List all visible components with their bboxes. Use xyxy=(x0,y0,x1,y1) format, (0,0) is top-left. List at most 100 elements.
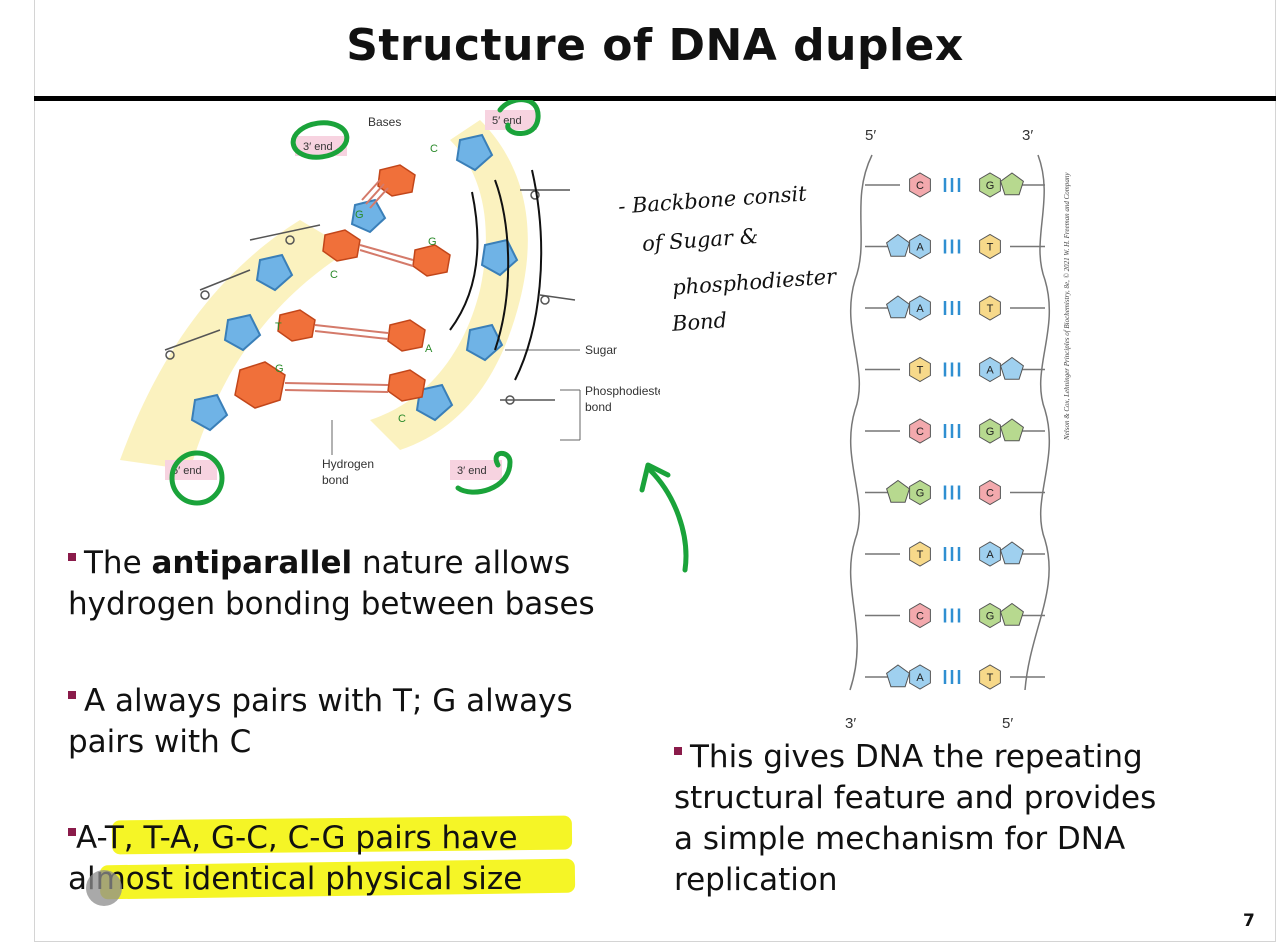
note-line-4: Bond xyxy=(671,308,728,336)
base-ring xyxy=(909,233,931,260)
base-letter-t: T xyxy=(275,321,282,333)
base-letter-c2: C xyxy=(330,269,338,281)
bullet-marker xyxy=(68,828,76,836)
base-letter-g1: G xyxy=(355,209,364,221)
bullet-text: A-T, T-A, G-C, C-G pairs have xyxy=(76,820,518,856)
base-letter-g3: G xyxy=(275,363,284,375)
base-letter: C xyxy=(916,611,924,623)
bullet-pairing: A always pairs with T; G always pairs wi… xyxy=(68,681,573,763)
bullet-text: hydrogen bonding between bases xyxy=(68,586,595,622)
label-phosphodiester: Phosphodiester xyxy=(585,384,660,398)
ladder-label-3prime-top: 3′ xyxy=(1022,127,1033,144)
bullet-marker xyxy=(68,691,76,699)
base-letter: C xyxy=(986,488,994,500)
base-letter-c3: C xyxy=(398,413,406,425)
purine-ring xyxy=(1000,602,1024,626)
base-letter: T xyxy=(987,303,994,315)
base-ring xyxy=(909,295,931,321)
base-ring xyxy=(909,418,931,444)
slide-frame xyxy=(34,0,1276,942)
base-ring xyxy=(979,541,1001,567)
base-ring xyxy=(909,664,931,690)
label-hydrogen: Hydrogen xyxy=(322,457,374,471)
purine-ring xyxy=(1000,172,1024,196)
bullet-text: This gives DNA the repeating xyxy=(690,739,1143,775)
base-ring xyxy=(979,602,1001,629)
purine-ring xyxy=(886,233,910,257)
purine-ring xyxy=(886,295,910,319)
base-ring xyxy=(909,602,931,629)
base-ring xyxy=(909,172,931,198)
bullet-text: pairs with C xyxy=(68,724,252,760)
label-bases: Bases xyxy=(368,115,401,129)
purine-ring xyxy=(1000,541,1024,565)
purine-ring xyxy=(886,664,910,688)
base-letter: C xyxy=(916,180,924,192)
bullet-text: The xyxy=(84,545,152,581)
bullet-marker xyxy=(68,553,76,561)
note-line-3: phosphodiester xyxy=(671,264,837,300)
base-letter: T xyxy=(917,549,924,561)
title-divider xyxy=(34,96,1276,101)
base-letter-a: A xyxy=(425,343,433,355)
bullet-pair-size: A-T, T-A, G-C, C-G pairs have almost ide… xyxy=(68,818,522,900)
base-letter: A xyxy=(916,303,924,315)
label-5end-bottom: 5′ end xyxy=(172,465,202,477)
base-letter: C xyxy=(916,426,924,438)
base-letter: G xyxy=(986,426,995,438)
base-ring xyxy=(909,479,931,506)
bullet-repeating-feature: This gives DNA the repeating structural … xyxy=(674,737,1156,901)
label-5end-top: 5′ end xyxy=(492,115,522,127)
base-ring xyxy=(979,479,1001,506)
base-letter: A xyxy=(916,672,924,684)
base-ring xyxy=(979,233,1001,260)
base-ring xyxy=(909,541,931,567)
dna-strand-figure: C G G C T A G C Bases 3′ end 5′ end 5′ e… xyxy=(120,100,660,506)
label-phosphodiester-bond: bond xyxy=(585,400,612,414)
base-ring xyxy=(979,172,1001,198)
base-letter: A xyxy=(986,549,994,561)
bullet-text: a simple mechanism for DNA xyxy=(674,821,1126,857)
purine-ring xyxy=(1000,356,1024,380)
base-letter-g2: G xyxy=(428,236,437,248)
bullet-text: structural feature and provides xyxy=(674,780,1157,816)
handwritten-note: - Backbone consit of Sugar & phosphodies… xyxy=(600,170,860,350)
credit-text: Nelson & Cox, Lehninger Principles of Bi… xyxy=(1063,172,1071,440)
base-letter: T xyxy=(917,365,924,377)
note-line-1: - Backbone consit xyxy=(617,181,808,219)
base-ring xyxy=(909,356,931,383)
label-sugar: Sugar xyxy=(585,343,617,357)
label-3end-top: 3′ end xyxy=(303,141,333,153)
page-number: 7 xyxy=(1243,911,1255,931)
purine-ring xyxy=(886,479,910,503)
note-line-2: of Sugar & xyxy=(641,223,760,257)
figure-credit: Nelson & Cox, Lehninger Principles of Bi… xyxy=(1063,120,1077,440)
base-ring xyxy=(979,295,1001,321)
pointer-cursor xyxy=(86,870,122,906)
bullet-antiparallel: The antiparallel nature allows hydrogen … xyxy=(68,543,595,625)
base-ring xyxy=(979,356,1001,383)
ladder-label-5prime-bottom: 5′ xyxy=(1002,715,1013,730)
label-3end-bottom: 3′ end xyxy=(457,465,487,477)
bullet-marker xyxy=(674,747,682,755)
base-ring xyxy=(979,418,1001,444)
base-letter-c1: C xyxy=(430,143,438,155)
base-letter: A xyxy=(986,365,994,377)
bullet-text: A always pairs with T; G always xyxy=(84,683,573,719)
ladder-label-3prime-bottom: 3′ xyxy=(845,715,856,730)
base-letter: G xyxy=(986,611,995,623)
purine-ring xyxy=(1000,418,1024,442)
base-letter: G xyxy=(986,180,995,192)
label-hydrogen-bond: bond xyxy=(322,473,349,487)
slide-title: Structure of DNA duplex xyxy=(346,20,964,71)
base-letter: T xyxy=(987,242,994,254)
bullet-text: almost identical physical size xyxy=(68,861,523,897)
